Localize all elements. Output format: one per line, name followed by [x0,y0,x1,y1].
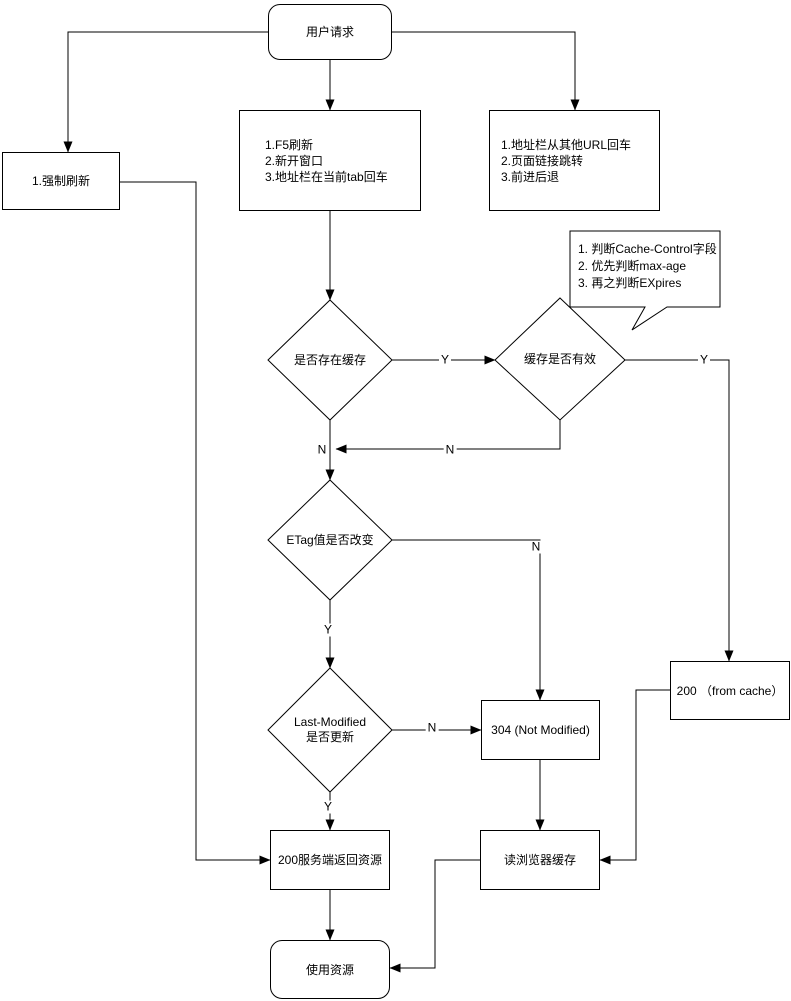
node-user-request-label: 用户请求 [305,25,354,39]
edge-etag-no-to-304 [392,539,545,701]
decision-last-modified-shape [267,667,393,793]
decision-cache-exists-shape [267,299,393,421]
node-304-label: 304 (Not Modified) [491,723,590,737]
edge-label-etag-no: N [529,539,543,554]
node-address-bar-entry-line-2: 2.页面链接跳转 [501,153,584,168]
decision-etag-changed-shape [267,479,393,601]
node-use-resource: 使用资源 [270,940,390,999]
edge-label-last-modified-no: N [425,720,439,735]
node-force-refresh: 1.强制刷新 [2,152,120,210]
node-use-resource-label: 使用资源 [305,962,354,977]
edge-label-cache-exists-yes: Y [438,352,452,367]
node-normal-refresh-line-1: 1.F5刷新 [265,137,314,152]
edge-label-last-modified-yes: Y [321,799,335,814]
edge-user-request-to-address-bar-entry [392,31,580,111]
node-read-browser-cache: 读浏览器缓存 [480,830,600,890]
node-normal-refresh-line-2: 2.新开窗口 [265,153,324,168]
edge-label-cache-valid-no: N [443,442,457,457]
note-line-2: 2. 优先判断max-age [578,259,687,273]
node-200-from-cache: 200 （from cache） [670,661,790,720]
edge-cache-valid-yes-to-200-from-cache [625,359,734,662]
node-200-from-cache-label: 200 （from cache） [676,683,784,698]
note-line-3: 3. 再之判断EXpires [578,276,682,290]
edge-cache-valid-no-join [335,420,561,454]
node-force-refresh-label: 1.强制刷新 [31,174,90,188]
edge-force-refresh-to-200-server [120,181,271,865]
edge-label-etag-yes: Y [321,622,335,637]
edge-user-request-to-force-refresh [63,31,268,153]
decision-cache-valid-shape [494,297,626,421]
note-cache-control-text: 1. 判断Cache-Control字段 2. 优先判断max-age 3. 再… [578,241,717,292]
node-address-bar-entry: 1.地址栏从其他URL回车 2.页面链接跳转 3.前进后退 [489,110,660,211]
edge-read-browser-cache-to-use-resource [389,859,480,973]
node-read-browser-cache-label: 读浏览器缓存 [503,853,576,867]
note-callout-shape [569,230,721,331]
node-304-not-modified: 304 (Not Modified) [481,700,600,760]
node-normal-refresh: 1.F5刷新 2.新开窗口 3.地址栏在当前tab回车 [239,110,421,211]
node-200-server-return-label: 200服务端返回资源 [277,853,383,867]
node-user-request: 用户请求 [268,4,392,60]
edge-label-cache-valid-yes: Y [697,352,711,367]
edge-label-cache-exists-no: N [315,442,329,457]
edge-200-from-cache-to-read-browser-cache [599,689,670,865]
node-address-bar-entry-line-3: 3.前进后退 [501,169,560,184]
node-normal-refresh-line-3: 3.地址栏在当前tab回车 [265,169,388,184]
node-200-server-return: 200服务端返回资源 [270,830,390,890]
note-line-1: 1. 判断Cache-Control字段 [578,242,717,256]
node-address-bar-entry-line-1: 1.地址栏从其他URL回车 [501,137,632,152]
